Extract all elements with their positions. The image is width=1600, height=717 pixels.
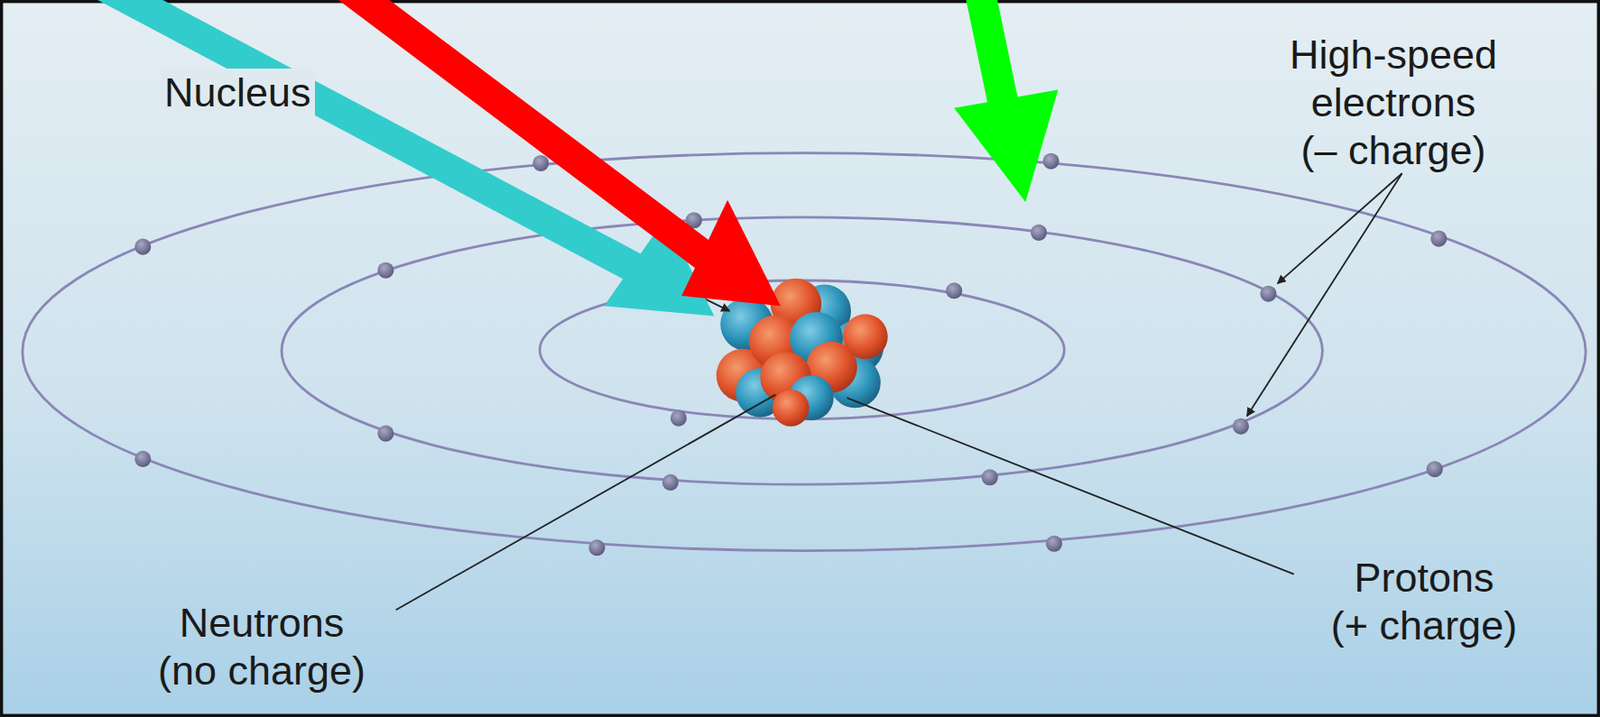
text-line: (– charge)	[1289, 126, 1498, 175]
text-line: (no charge)	[157, 647, 366, 695]
orbits	[22, 153, 1586, 552]
text-line: High-speed	[1289, 30, 1498, 79]
text-line: Protons	[1331, 554, 1517, 602]
text-line: Nucleus	[164, 68, 312, 117]
text-line: electrons	[1289, 78, 1498, 127]
neutron-label: Neutrons (no charge)	[157, 599, 366, 695]
text-line: Neutrons	[157, 599, 366, 648]
proton-label: Protons (+ charge)	[1331, 554, 1517, 650]
electron-label: High-speed electrons (– charge)	[1289, 30, 1498, 175]
nucleus-label: Nucleus	[160, 68, 315, 117]
electrons	[134, 153, 1447, 557]
text-line: (+ charge)	[1331, 601, 1517, 650]
pointer-arrows	[92, 0, 1059, 317]
